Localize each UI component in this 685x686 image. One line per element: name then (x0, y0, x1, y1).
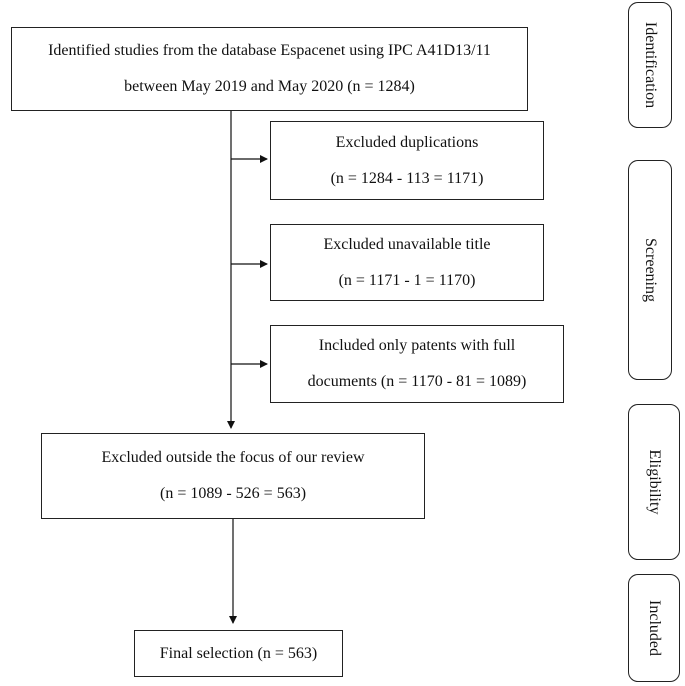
stage-eligibility-label: Eligibility (646, 449, 663, 515)
excluded-outside-focus-box: Excluded outside the focus of our review… (41, 433, 425, 519)
excluded-unavailable-title-box: Excluded unavailable title (n = 1171 - 1… (270, 224, 544, 301)
identified-studies-line2: between May 2019 and May 2020 (n = 1284) (124, 78, 415, 95)
excluded-unavailable-title-line1: Excluded unavailable title (323, 235, 491, 253)
stage-identification: Identification (628, 2, 672, 128)
final-selection-label: Final selection (n = 563) (159, 644, 318, 662)
included-full-documents-box: Included only patents with full document… (270, 325, 564, 403)
excluded-outside-focus-line2: (n = 1089 - 526 = 563) (159, 485, 307, 502)
identified-studies-box: Identified studies from the database Esp… (11, 27, 528, 111)
excluded-duplications-box: Excluded duplications (n = 1284 - 113 = … (270, 121, 544, 200)
stage-included-label: Included (646, 600, 663, 656)
final-selection-box: Final selection (n = 563) (134, 630, 343, 677)
excluded-duplications-line2: (n = 1284 - 113 = 1171) (330, 169, 484, 187)
stage-included: Included (628, 574, 680, 682)
stage-screening-label: Screening (642, 238, 659, 302)
excluded-unavailable-title-line2: (n = 1171 - 1 = 1170) (338, 271, 476, 289)
excluded-duplications-line1: Excluded duplications (335, 133, 479, 151)
stage-identification-label: Identification (642, 21, 659, 109)
excluded-outside-focus-line1: Excluded outside the focus of our review (101, 449, 365, 466)
identified-studies-line1: Identified studies from the database Esp… (48, 42, 491, 59)
stage-screening: Screening (628, 160, 672, 380)
included-full-documents-line2: documents (n = 1170 - 81 = 1089) (307, 373, 527, 390)
stage-eligibility: Eligibility (628, 404, 680, 560)
included-full-documents-line1: Included only patents with full (318, 337, 516, 354)
